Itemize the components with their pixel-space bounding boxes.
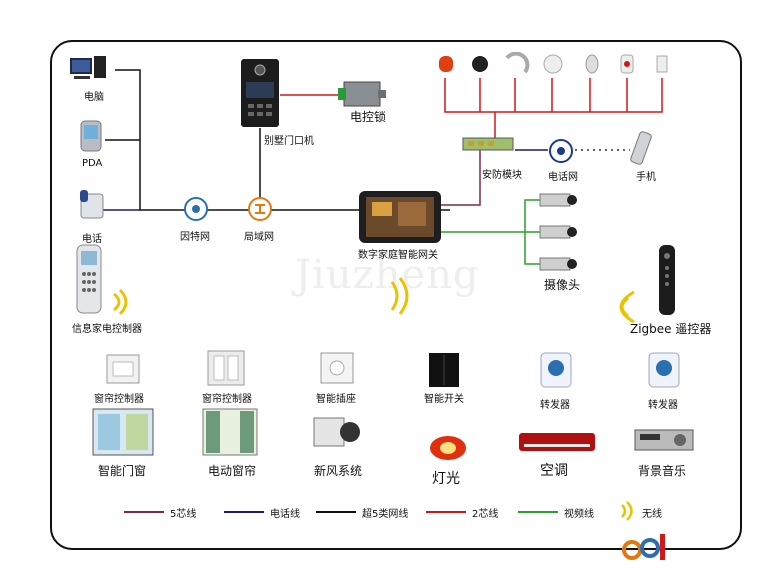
- curtain-controller-icon-2: [207, 350, 245, 386]
- camera-icon-2: [538, 222, 578, 242]
- row2-label-6: 背景音乐: [638, 464, 687, 478]
- legend-wireless-icon: [616, 501, 636, 521]
- pir-sensor-icon: [585, 54, 599, 74]
- legend: 5芯线 电话线 超5类网线 2芯线 视频线 无线: [120, 501, 680, 521]
- internet-label: 因特网: [180, 232, 210, 243]
- row1-label-5: 转发器: [540, 400, 570, 411]
- alarm-bus: [444, 78, 663, 113]
- row2-label-4: 灯光: [432, 471, 460, 487]
- lock-label: 电控锁: [350, 110, 387, 124]
- mobile-phone-icon: [628, 130, 654, 166]
- camera-label: 摄像头: [544, 278, 581, 292]
- air-conditioner-icon: [518, 432, 596, 452]
- lan-icon: [247, 196, 273, 222]
- internet-icon: [183, 196, 209, 222]
- lan-label: 局域网: [244, 232, 274, 243]
- legend-label-2core: 2芯线: [472, 509, 499, 520]
- gateway-wireless-icon: [388, 276, 416, 316]
- electric-curtain-icon: [202, 408, 258, 456]
- emergency-button-icon: [620, 54, 634, 74]
- security-label: 安防模块: [482, 170, 522, 181]
- repeater-icon-2: [648, 352, 680, 388]
- row1-label-3: 智能插座: [316, 394, 356, 405]
- pda-icon: [80, 120, 102, 152]
- row2-label-2: 电动窗帘: [208, 464, 257, 478]
- legend-swatch-video: [518, 511, 558, 513]
- door-unit-icon: [240, 58, 280, 128]
- phonenet-label: 电话网: [548, 172, 578, 183]
- security-module-icon: [462, 134, 516, 154]
- row1-label-2: 窗帘控制器: [202, 394, 252, 405]
- computer-label: 电脑: [84, 92, 104, 103]
- row1-label-1: 窗帘控制器: [94, 394, 144, 405]
- diagram-frame: [50, 40, 742, 550]
- row1-label-6: 转发器: [648, 400, 678, 411]
- lock-icon: [338, 78, 388, 110]
- legend-swatch-phone: [224, 511, 264, 513]
- legend-swatch-5core: [124, 511, 164, 513]
- camera-icon-1: [538, 190, 578, 210]
- gateway-label: 数字家庭智能网关: [358, 250, 438, 261]
- camera-dome-icon: [472, 56, 488, 72]
- row2-label-5: 空调: [540, 463, 568, 479]
- phone-icon: [78, 188, 106, 220]
- siren-icon: [439, 56, 453, 72]
- ventilation-icon: [312, 412, 362, 452]
- pda-label: PDA: [82, 158, 103, 169]
- legend-label-cat5e: 超5类网线: [362, 509, 409, 520]
- curtain-controller-icon-1: [106, 354, 140, 384]
- light-icon: [428, 432, 468, 464]
- legend-label-phone: 电话线: [270, 509, 300, 520]
- security-line: [440, 150, 481, 206]
- zigbee-label: Zigbee 遥控器: [630, 322, 712, 336]
- wireless-icon: [110, 288, 138, 316]
- row2-label-1: 智能门窗: [98, 464, 147, 478]
- camera-icon-3: [538, 254, 578, 274]
- gas-sensor-icon: [543, 54, 563, 74]
- computer-icon: [68, 52, 112, 82]
- video-lines: [440, 199, 540, 265]
- remote-label: 信息家电控制器: [72, 324, 142, 335]
- legend-label-video: 视频线: [564, 509, 594, 520]
- row1-label-4: 智能开关: [424, 394, 464, 405]
- zigbee-wireless-icon: [604, 290, 638, 324]
- mobile-label: 手机: [636, 172, 656, 183]
- remote-control-icon: [74, 244, 104, 314]
- watermark: Jiuzheng: [295, 252, 480, 298]
- zigbee-remote-icon: [656, 244, 678, 316]
- repeater-icon-1: [540, 352, 572, 388]
- legend-swatch-cat5e: [316, 511, 356, 513]
- phone-label: 电话: [82, 234, 102, 245]
- legend-swatch-2core: [426, 511, 466, 513]
- door-sensor-icon: [656, 55, 668, 73]
- row2-label-3: 新风系统: [314, 464, 363, 478]
- smoke-sensor-icon: [505, 51, 530, 74]
- phone-network-icon: [548, 138, 574, 164]
- smart-socket-icon: [320, 352, 354, 384]
- door-label: 别墅门口机: [264, 136, 314, 147]
- alarm-sensor-row: [435, 51, 675, 80]
- smart-switch-icon: [428, 352, 460, 388]
- gateway-icon: [358, 190, 442, 244]
- smart-window-icon: [92, 408, 154, 456]
- logo: [622, 532, 668, 564]
- background-music-icon: [634, 428, 694, 452]
- legend-label-5core: 5芯线: [170, 509, 197, 520]
- legend-label-wireless: 无线: [642, 509, 662, 520]
